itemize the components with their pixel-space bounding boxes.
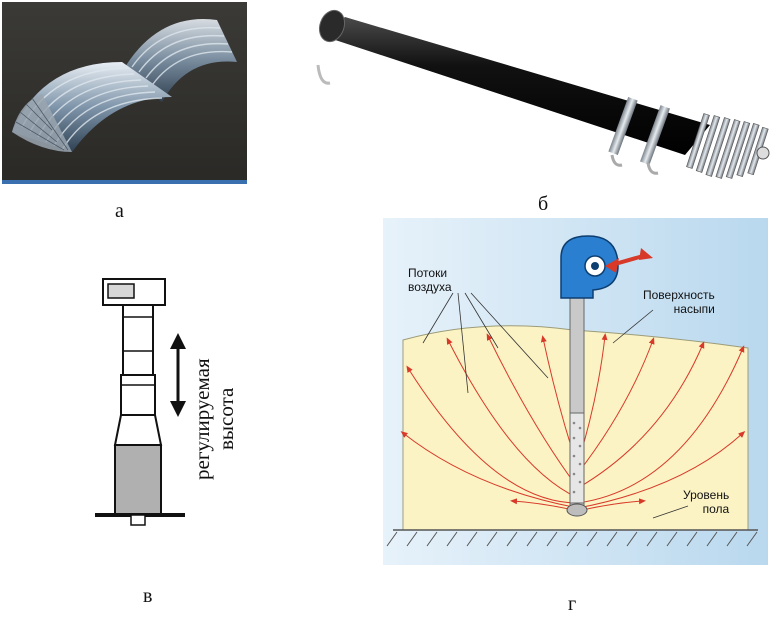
- airflow-svg: [383, 218, 768, 565]
- label-surface: Поверхность насыпи: [643, 288, 715, 316]
- aeration-tube-photo: [316, 9, 770, 179]
- label-air-flows-line1: Потоки: [408, 266, 448, 280]
- height-label-line1: регулируемая: [190, 358, 214, 480]
- caption-c: в: [143, 585, 153, 607]
- caption-d: г: [568, 593, 577, 615]
- fan-icon: [560, 235, 653, 299]
- telescopic-fan-icon: [95, 278, 186, 526]
- height-label: регулируемая высота: [190, 320, 250, 520]
- caption-a: а: [115, 200, 124, 222]
- height-label-line2: высота: [214, 387, 238, 450]
- label-floor-line2: пола: [702, 502, 730, 516]
- label-air-flows: Потоки воздуха: [408, 266, 452, 294]
- arch-duct-photo: [2, 2, 247, 184]
- label-floor: Уровень пола: [683, 488, 729, 516]
- airflow-diagram: Потоки воздуха Поверхность насыпи Уровен…: [383, 218, 768, 565]
- telescopic-fan-drawing: регулируемая высота: [85, 265, 285, 540]
- label-floor-line1: Уровень: [683, 488, 730, 502]
- label-surface-line2: насыпи: [673, 302, 715, 316]
- photo-aeration-tube: [300, 5, 778, 195]
- photo-arch-ducts: [2, 2, 247, 184]
- caption-b: б: [538, 193, 549, 215]
- label-surface-line1: Поверхность: [643, 288, 715, 302]
- label-air-flows-line2: воздуха: [408, 280, 452, 294]
